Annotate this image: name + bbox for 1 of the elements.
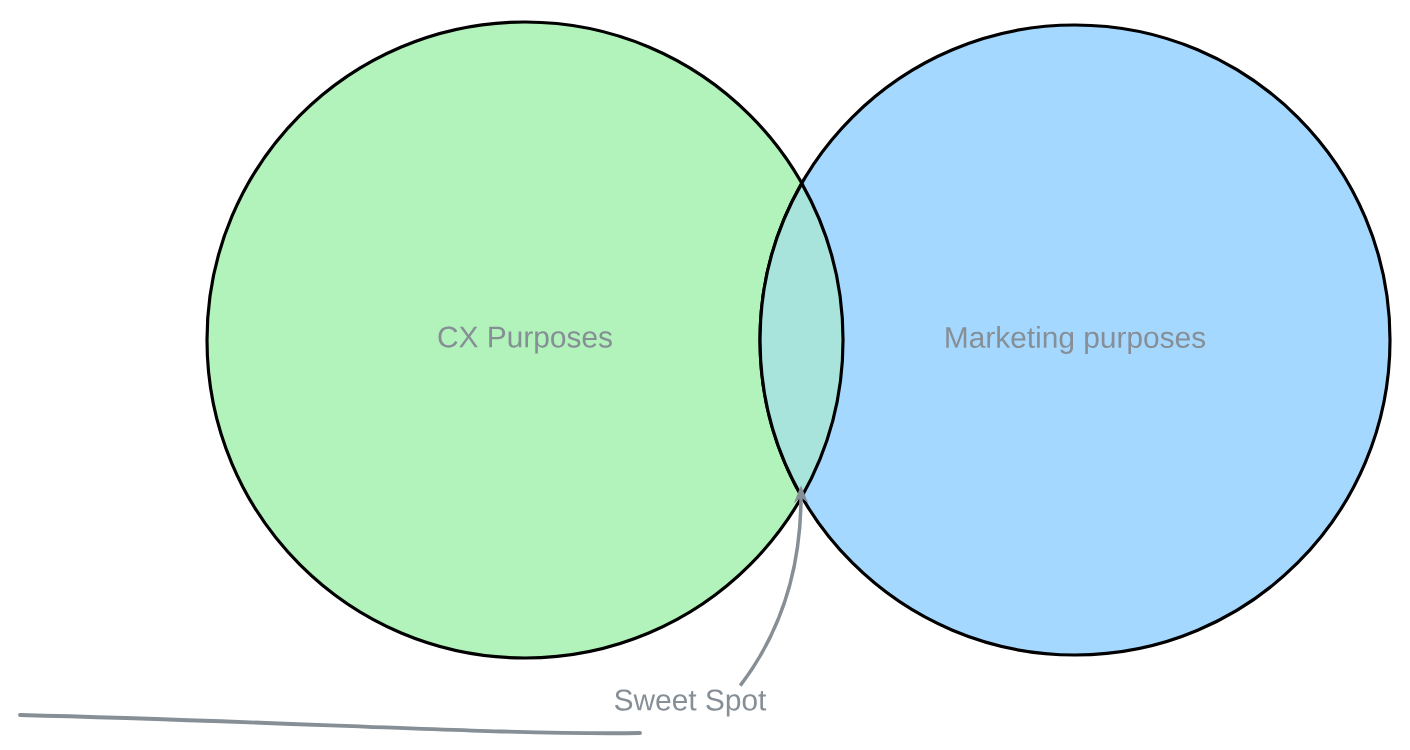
sweet-spot-label: Sweet Spot [614,689,767,717]
